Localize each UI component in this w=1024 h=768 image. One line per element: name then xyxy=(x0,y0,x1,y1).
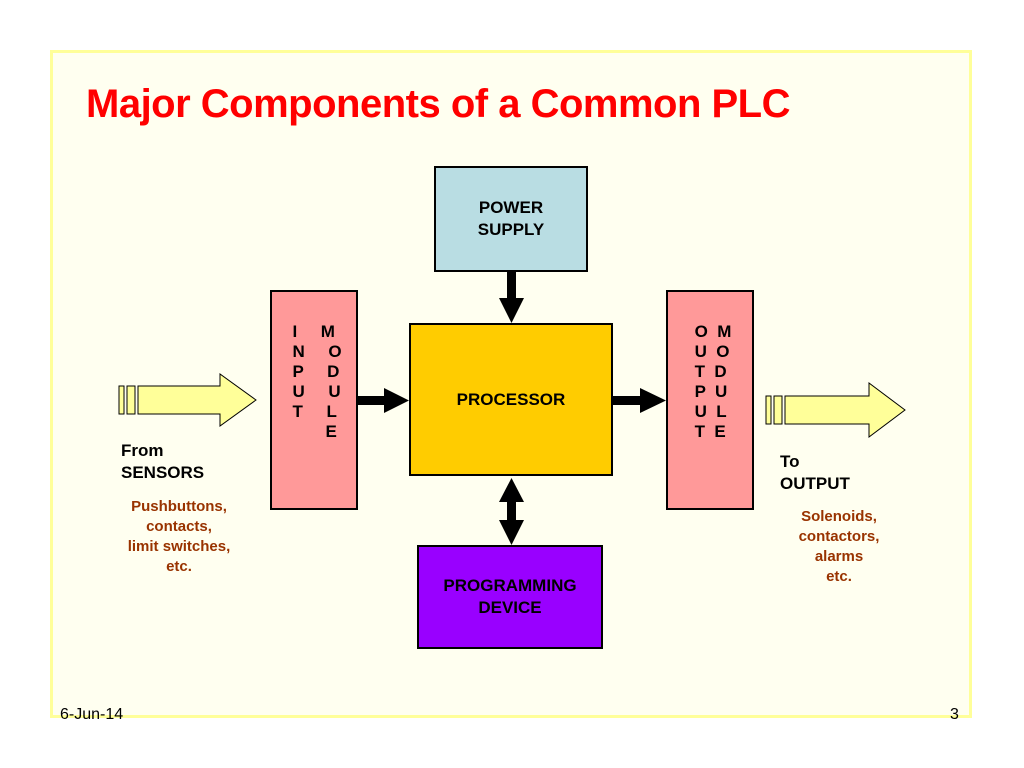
footer-page-number: 3 xyxy=(950,706,959,723)
processor-programming-double-arrow xyxy=(499,478,524,545)
input-to-processor-arrow xyxy=(358,388,409,413)
output-target-label: To OUTPUT xyxy=(780,452,850,493)
processor-block: PROCESSOR xyxy=(409,323,613,476)
sensor-examples-text: Pushbuttons, contacts, limit switches, e… xyxy=(127,498,231,575)
output-module-label: O M U O T D P U U L T E xyxy=(694,322,732,441)
programming-device-block: PROGRAMMING DEVICE xyxy=(417,545,603,649)
input-module-block: I M N O P D U U T L E xyxy=(270,290,358,510)
sensor-input-arrow xyxy=(118,373,257,427)
output-module-block: O M U O T D P U U L T E xyxy=(666,290,754,510)
slide-title: Major Components of a Common PLC xyxy=(86,82,791,126)
sensors-source-label: From SENSORS xyxy=(121,441,205,482)
power-to-processor-arrow xyxy=(499,272,524,323)
processor-label: PROCESSOR xyxy=(456,390,566,409)
output-examples-text: Solenoids, contactors, alarms etc. xyxy=(798,508,880,585)
programming-device-label: PROGRAMMING DEVICE xyxy=(443,575,577,617)
power-supply-block: POWER SUPPLY xyxy=(434,166,588,272)
power-supply-label: POWER SUPPLY xyxy=(477,197,545,239)
processor-to-output-arrow xyxy=(613,388,666,413)
input-module-label: I M N O P D U U T L E xyxy=(292,322,342,441)
footer-date: 6-Jun-14 xyxy=(60,706,124,723)
output-signal-arrow xyxy=(765,382,906,438)
